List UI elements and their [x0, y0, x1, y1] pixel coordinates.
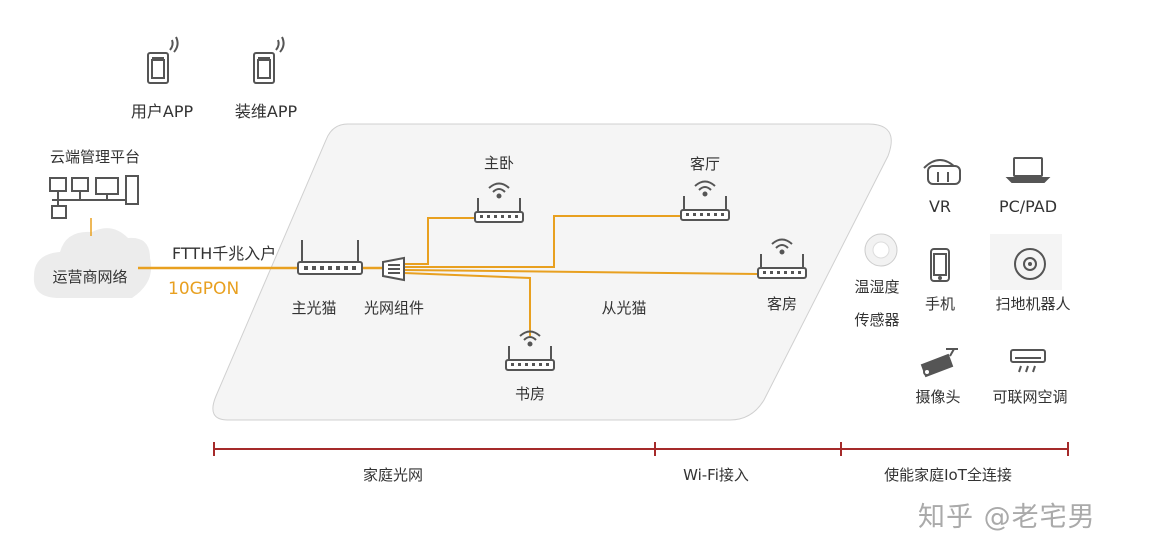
phone-icon: [930, 248, 950, 282]
router-master-bedroom-icon: [474, 182, 524, 223]
air-conditioner-icon: [1010, 349, 1046, 373]
section-iot-connect: 使能家庭IoT全连接: [884, 466, 1012, 484]
distribution-lines: [403, 215, 759, 336]
gpon-label: 10GPON: [168, 279, 240, 299]
user-app-label: 用户APP: [130, 102, 194, 121]
camera-label: 摄像头: [915, 388, 961, 406]
vr-headset-icon: [923, 159, 961, 185]
sensor-icon: [864, 233, 898, 267]
pc-pad-label: PC/PAD: [998, 197, 1058, 216]
user-app-tablet-icon: [147, 36, 179, 84]
cloud-platform-label: 云端管理平台: [50, 148, 141, 166]
main-modem-label: 主光猫: [291, 299, 337, 317]
laptop-icon: [1005, 157, 1051, 183]
cloud-shape: [33, 228, 152, 298]
sensor-label-line2: 传感器: [854, 311, 900, 329]
camera-icon: [920, 348, 958, 378]
robot-vacuum-icon: [990, 234, 1062, 290]
router-study-icon: [505, 330, 555, 371]
air-conditioner-label: 可联网空调: [992, 388, 1068, 406]
sensor-label-line1: 温湿度: [854, 278, 900, 296]
main-modem-icon: [297, 240, 363, 275]
optical-component-label: 光网组件: [363, 299, 425, 317]
maintenance-app-label: 装维APP: [234, 102, 298, 121]
watermark: 知乎 @老宅男: [918, 502, 1096, 533]
living-room-label: 客厅: [689, 155, 721, 173]
phone-label: 手机: [924, 295, 956, 313]
guest-room-label: 客房: [766, 295, 798, 313]
server-network-icon: [49, 175, 139, 219]
section-wifi-access: Wi-Fi接入: [683, 466, 749, 484]
ftth-label: FTTH千兆入户: [172, 244, 277, 263]
master-bedroom-label: 主卧: [483, 154, 515, 172]
robot-vacuum-label: 扫地机器人: [995, 295, 1071, 313]
router-guest-room-icon: [757, 238, 807, 279]
router-living-room-icon: [680, 180, 730, 221]
vr-label: VR: [928, 197, 952, 216]
operator-network-label: 运营商网络: [52, 268, 128, 286]
maintenance-app-tablet-icon: [253, 36, 285, 84]
sub-modem-label: 从光猫: [601, 299, 647, 317]
timeline-bar: [213, 442, 1069, 456]
optical-splitter-icon: [382, 256, 405, 282]
section-home-optical: 家庭光网: [362, 466, 424, 484]
study-label: 书房: [514, 385, 546, 403]
